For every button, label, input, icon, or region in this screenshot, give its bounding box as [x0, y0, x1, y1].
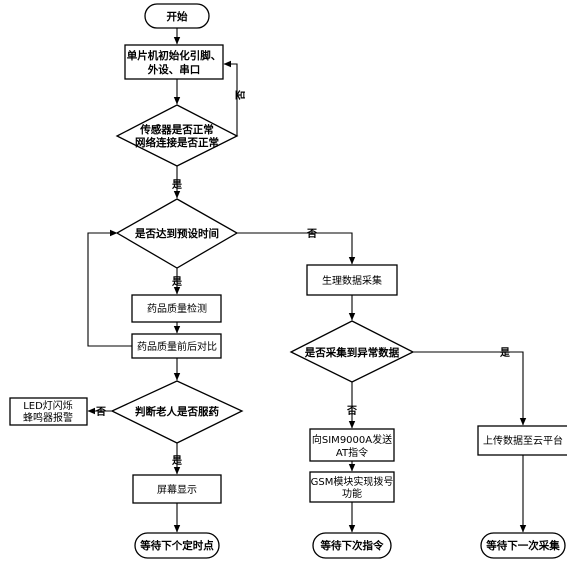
init-label-line2: 外设、串口: [147, 63, 201, 76]
arrow-time-no-to-physio: [237, 232, 356, 265]
start-label: 开始: [167, 10, 188, 23]
wait-timer-label: 等待下个定时点: [139, 539, 214, 552]
wait-collect-label: 等待下一次采集: [485, 539, 560, 552]
drug-compare-process[interactable]: 药品质量前后对比: [131, 333, 222, 359]
connectors: [87, 28, 527, 533]
label-no-time: 否: [306, 228, 317, 240]
init-process[interactable]: 单片机初始化引脚、 外设、串口: [124, 44, 224, 80]
upload-label: 上传数据至云平台: [483, 434, 563, 447]
label-no-abnormal: 否: [346, 405, 357, 417]
wait-timer-terminal[interactable]: 等待下个定时点: [134, 532, 220, 559]
abnormal-label: 是否采集到异常数据: [304, 346, 400, 359]
arrow-sensor-no-loop: [223, 60, 238, 136]
label-yes-sensor: 是: [171, 179, 182, 191]
label-yes-elder: 是: [171, 455, 182, 467]
led-alarm-process[interactable]: LED灯闪烁 蜂鸣器报警: [9, 397, 88, 426]
sensor-label-line2: 网络连接是否正常: [135, 136, 219, 149]
sensor-decision[interactable]: 传感器是否正常 网络连接是否正常: [115, 104, 239, 167]
physio-collect-process[interactable]: 生理数据采集: [306, 264, 398, 296]
wait-command-terminal[interactable]: 等待下次指令: [312, 532, 392, 559]
gsm-label-line1: GSM模块实现拨号: [311, 475, 394, 488]
led-label-line2: 蜂鸣器报警: [23, 411, 73, 424]
elder-decision[interactable]: 判断老人是否服药: [110, 380, 244, 444]
start-terminal[interactable]: 开始: [144, 3, 210, 29]
physio-label: 生理数据采集: [322, 274, 382, 287]
label-no-elder: 否: [95, 406, 106, 418]
label-yes-time: 是: [171, 276, 182, 288]
branch-labels: 否 是 否 是 否 是 是 否: [95, 90, 510, 467]
abnormal-decision[interactable]: 是否采集到异常数据: [289, 320, 415, 383]
sensor-label-line1: 传感器是否正常: [139, 123, 214, 136]
led-label-line1: LED灯闪烁: [23, 399, 73, 412]
wait-collect-terminal[interactable]: 等待下一次采集: [480, 532, 566, 559]
drug-quality-process[interactable]: 药品质量检测: [131, 294, 222, 323]
gsm-dial-process[interactable]: GSM模块实现拨号 功能: [309, 471, 395, 503]
gsm-label-line2: 功能: [342, 487, 362, 500]
drug-compare-label: 药品质量前后对比: [137, 340, 217, 353]
time-decision[interactable]: 是否达到预设时间: [115, 198, 239, 269]
screen-display-process[interactable]: 屏幕显示: [132, 474, 222, 504]
upload-cloud-process[interactable]: 上传数据至云平台: [477, 425, 567, 456]
time-check-label: 是否达到预设时间: [134, 227, 219, 240]
label-yes-abnormal: 是: [499, 347, 510, 359]
screen-label: 屏幕显示: [157, 483, 197, 496]
sim-send-process[interactable]: 向SIM9000A发送 AT指令: [309, 428, 395, 462]
sim-label-line2: AT指令: [336, 446, 368, 459]
arrow-abnormal-yes-to-upload: [413, 351, 527, 426]
init-label-line1: 单片机初始化引脚、: [127, 49, 222, 62]
label-no-sensor: 否: [235, 90, 247, 101]
elder-check-label: 判断老人是否服药: [135, 405, 219, 418]
sim-label-line1: 向SIM9000A发送: [312, 433, 392, 446]
arrow-compare-loop-back: [87, 229, 132, 347]
drug-quality-label: 药品质量检测: [147, 302, 207, 315]
wait-command-label: 等待下次指令: [320, 539, 384, 552]
